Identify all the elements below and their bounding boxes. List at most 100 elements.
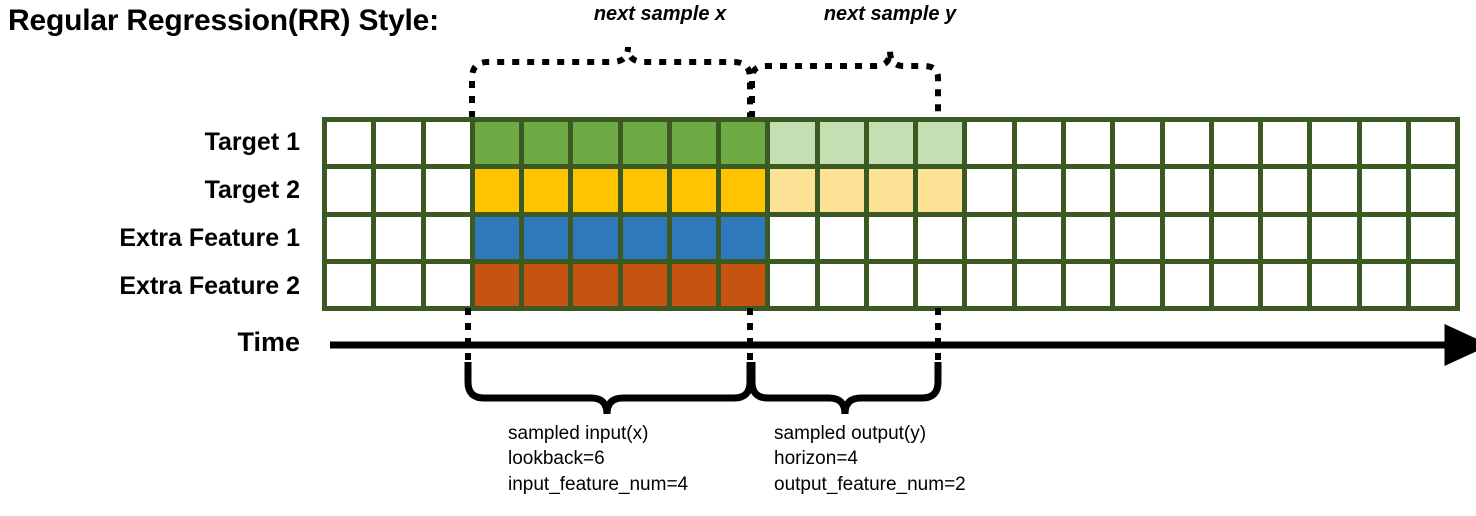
grid-cell	[770, 169, 815, 212]
grid-cell	[622, 169, 667, 212]
grid-cell	[819, 216, 864, 259]
grid-cell	[868, 216, 914, 259]
grid-cell	[1016, 216, 1061, 259]
grid-cell	[1263, 216, 1308, 259]
grid-cell	[868, 169, 914, 212]
grid-cell	[967, 169, 1012, 212]
dotted-brace-next-y	[749, 50, 941, 118]
solid-brace-sampled-output	[748, 362, 942, 415]
grid-cell	[524, 216, 569, 259]
grid-cell	[1312, 216, 1357, 259]
grid-cell	[1410, 122, 1456, 165]
timeseries-grid	[322, 117, 1460, 311]
grid-cell	[524, 169, 569, 212]
grid-row-3	[327, 216, 1456, 259]
time-axis-label: Time	[237, 327, 300, 357]
grid-cell	[918, 263, 963, 306]
grid-cell	[1361, 169, 1406, 212]
grid-cell	[1361, 263, 1406, 306]
grid-cell	[376, 169, 421, 212]
grid-cell	[376, 122, 421, 165]
grid-row-4	[327, 263, 1456, 306]
grid-cell	[819, 122, 864, 165]
grid-cell	[1312, 122, 1357, 165]
grid-cell	[573, 216, 618, 259]
grid-cell	[1065, 263, 1111, 306]
grid-cell	[819, 263, 864, 306]
grid-cell	[1115, 122, 1160, 165]
annotation-next-sample-y: next sample y	[823, 3, 957, 25]
grid-cell	[1410, 169, 1456, 212]
grid-cell	[1361, 216, 1406, 259]
grid-cell	[474, 263, 520, 306]
grid-cell	[425, 122, 470, 165]
grid-cell	[1361, 122, 1406, 165]
grid-cell	[1213, 122, 1259, 165]
grid-cell	[1263, 122, 1308, 165]
grid-cell	[474, 122, 520, 165]
grid-cell	[1016, 263, 1061, 306]
grid-cell	[1263, 263, 1308, 306]
bottom-axis-and-braces	[330, 308, 1476, 415]
grid-cell	[918, 169, 963, 212]
annotation-next-sample-x: next sample x	[593, 3, 727, 25]
caption-sampled-input: sampled input(x) lookback=6 input_featur…	[508, 423, 689, 495]
grid-cell	[1410, 263, 1456, 306]
grid-cell	[967, 263, 1012, 306]
grid-cell	[425, 216, 470, 259]
grid-cell	[671, 263, 717, 306]
grid-cell	[819, 169, 864, 212]
row-label-column: Target 1 Target 2 Extra Feature 1 Extra …	[0, 118, 312, 310]
grid-cell	[1164, 122, 1209, 165]
grid-cell	[327, 169, 372, 212]
grid-cell	[918, 216, 963, 259]
grid-cell	[474, 216, 520, 259]
grid-cell	[868, 122, 914, 165]
grid-cell	[1164, 216, 1209, 259]
grid-cell	[327, 263, 372, 306]
grid-cell	[671, 122, 717, 165]
grid-cell	[868, 263, 914, 306]
grid-cell	[425, 263, 470, 306]
page-title: Regular Regression(RR) Style:	[8, 4, 439, 37]
grid-cell	[967, 216, 1012, 259]
row-label-extra-feature-1: Extra Feature 1	[119, 223, 300, 252]
grid-cell	[524, 122, 569, 165]
row-label-target-2: Target 2	[204, 175, 300, 204]
grid-cell	[1115, 169, 1160, 212]
grid-cell	[327, 122, 372, 165]
grid-cell	[425, 169, 470, 212]
caption-sampled-output: sampled output(y) horizon=4 output_featu…	[774, 423, 966, 495]
dotted-brace-next-x	[469, 46, 753, 118]
grid-cell	[1016, 122, 1061, 165]
grid-cell	[376, 216, 421, 259]
grid-cell	[1213, 216, 1259, 259]
grid-cell	[918, 122, 963, 165]
grid-cell	[721, 169, 766, 212]
grid-cell	[573, 263, 618, 306]
grid-cell	[622, 122, 667, 165]
grid-cell	[327, 216, 372, 259]
grid-cell	[770, 122, 815, 165]
grid-cell	[721, 263, 766, 306]
grid-row-1	[327, 122, 1456, 165]
grid-cell	[1164, 169, 1209, 212]
grid-cell	[1410, 216, 1456, 259]
grid-cell	[1164, 263, 1209, 306]
row-label-target-1: Target 1	[204, 127, 300, 156]
grid-cell	[967, 122, 1012, 165]
solid-brace-sampled-input	[464, 362, 754, 415]
grid-cell	[671, 169, 717, 212]
grid-cell	[1065, 216, 1111, 259]
grid-cell	[573, 122, 618, 165]
grid-cell	[573, 169, 618, 212]
grid-cell	[1065, 169, 1111, 212]
grid-cell	[1065, 122, 1111, 165]
grid-cell	[721, 216, 766, 259]
grid-cell	[1016, 169, 1061, 212]
grid-cell	[1312, 169, 1357, 212]
grid-cell	[376, 263, 421, 306]
grid-cell	[770, 263, 815, 306]
row-label-extra-feature-2: Extra Feature 2	[119, 271, 300, 300]
